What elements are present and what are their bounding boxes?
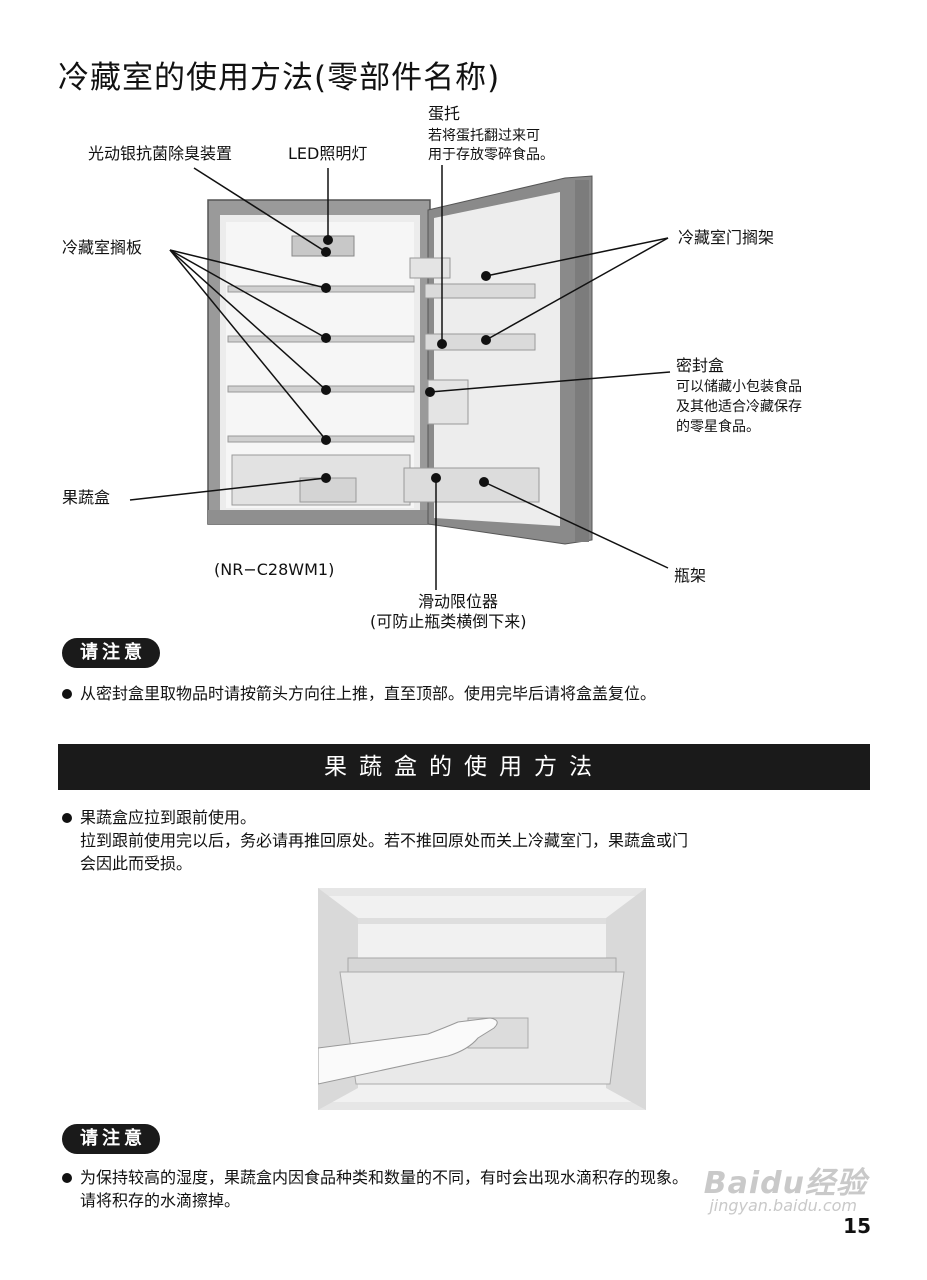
section-text-line: 拉到跟前使用完以后，务必请再推回原处。若不推回原处而关上冷藏室门，果蔬盒或门: [80, 831, 689, 850]
notice-text-line: 为保持较高的湿度，果蔬盒内因食品种类和数量的不同，有时会出现水滴积存的现象。: [80, 1168, 689, 1187]
door-shelf-1: [424, 283, 536, 299]
bullet-icon: [62, 813, 72, 823]
notice-text: 从密封盒里取物品时请按箭头方向往上推，直至顶部。使用完毕后请将盒盖复位。: [62, 682, 882, 705]
label-shelf: 冷藏室搁板: [62, 238, 143, 257]
section-heading: 果蔬盒的使用方法: [58, 744, 870, 790]
notice-text-content: 从密封盒里取物品时请按箭头方向往上推，直至顶部。使用完毕后请将盒盖复位。: [80, 684, 657, 703]
egg-tray: [409, 257, 451, 279]
label-sealed-box: 密封盒: [676, 356, 725, 375]
door-shelf-2: [424, 333, 536, 351]
label-egg-tray-note: 用于存放零碎食品。: [428, 147, 554, 163]
shelf-3: [227, 385, 415, 393]
shelf-4: [227, 435, 415, 443]
notice-badge: 请注意: [62, 638, 160, 668]
label-sealed-box-note: 的零星食品。: [676, 419, 760, 435]
label-crisper: 果蔬盒: [62, 488, 111, 507]
hand-illustration: [318, 1017, 498, 1085]
bullet-icon: [62, 689, 72, 699]
fridge-diagram: [129, 165, 671, 590]
sealed-box: [427, 379, 469, 425]
label-egg-tray-note: 若将蛋托翻过来可: [428, 128, 540, 144]
label-slide-stopper: 滑动限位器: [418, 592, 499, 611]
watermark-logo: Baidu经验: [703, 1166, 867, 1201]
bottle-rack: [403, 467, 540, 503]
notice-text: 为保持较高的湿度，果蔬盒内因食品种类和数量的不同，有时会出现水滴积存的现象。 请…: [62, 1166, 882, 1212]
label-sealed-box-note: 可以储藏小包装食品: [676, 379, 802, 395]
shelf-1: [227, 285, 415, 293]
section-text-line: 会因此而受损。: [80, 854, 193, 873]
label-led-light: LED照明灯: [288, 144, 368, 163]
label-sealed-box-note: 及其他适合冷藏保存: [676, 399, 802, 415]
page-number: 15: [843, 1214, 871, 1238]
notice-text-line: 请将积存的水滴擦掉。: [80, 1191, 241, 1210]
label-bottle-rack: 瓶架: [674, 566, 707, 585]
label-model: (NR−C28WM1): [214, 560, 335, 579]
section-bullet-text: 果蔬盒应拉到跟前使用。: [80, 808, 257, 827]
notice-badge: 请注意: [62, 1124, 160, 1154]
bullet-icon: [62, 1173, 72, 1183]
label-slide-stopper-note: (可防止瓶类横倒下来): [370, 612, 527, 631]
shelf-2: [227, 335, 415, 343]
watermark-url: jingyan.baidu.com: [709, 1196, 857, 1215]
label-deodorizer: 光动银抗菌除臭装置: [88, 144, 233, 163]
page-title: 冷藏室的使用方法(零部件名称): [58, 60, 501, 96]
crisper-photo: [318, 888, 646, 1110]
label-door-shelf: 冷藏室门搁架: [678, 228, 775, 247]
section-text: 果蔬盒应拉到跟前使用。 拉到跟前使用完以后，务必请再推回原处。若不推回原处而关上…: [62, 806, 882, 875]
label-egg-tray: 蛋托: [428, 104, 461, 123]
